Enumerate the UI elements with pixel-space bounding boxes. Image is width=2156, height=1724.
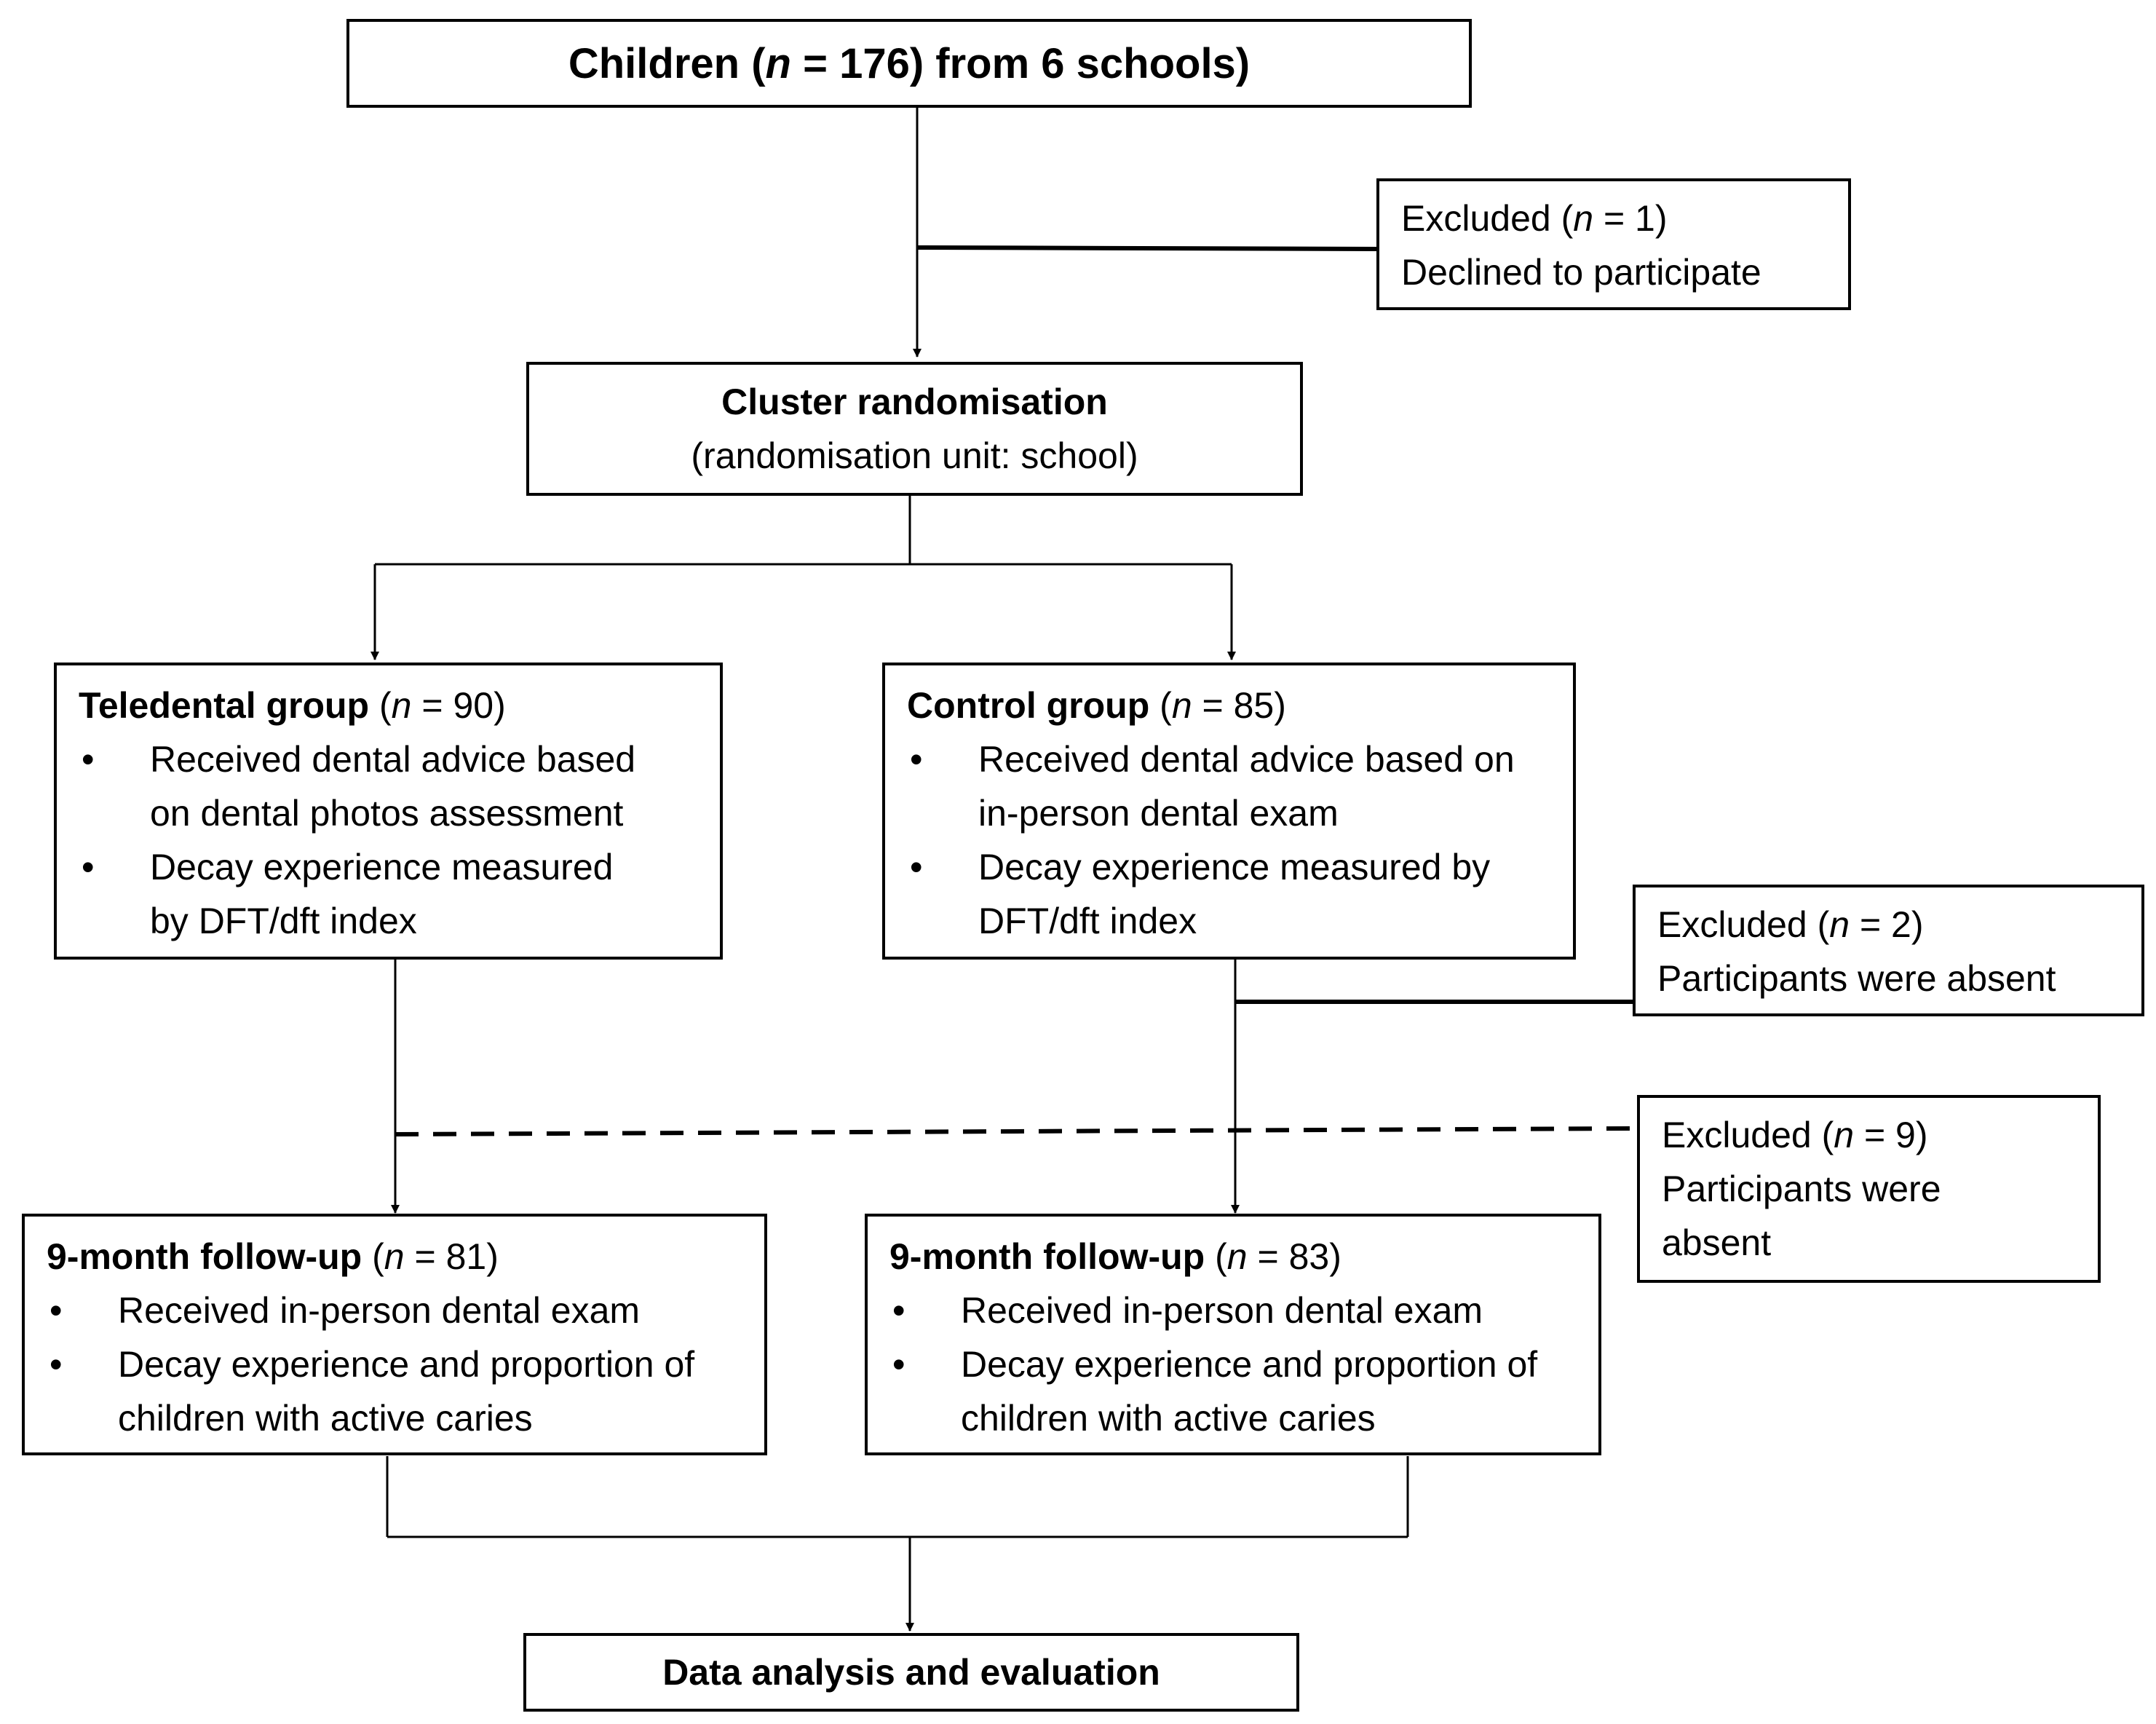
teledental-heading: Teledental group (n = 90) xyxy=(79,685,506,726)
list-item: Received in-person dental exam xyxy=(47,1284,731,1337)
followup-left-bullets: Received in-person dental exam Decay exp… xyxy=(47,1284,731,1445)
excluded-reason: Participants were absent xyxy=(1657,958,2056,999)
excluded-count: Excluded (n = 9) xyxy=(1662,1115,1928,1155)
followup-teledental-box: 9-month follow-up (n = 81) Received in-p… xyxy=(22,1214,767,1455)
analysis-title: Data analysis and evaluation xyxy=(662,1652,1160,1693)
randomisation-box: Cluster randomisation (randomisation uni… xyxy=(526,362,1303,496)
connector-excluded-3-dashed xyxy=(395,1126,1631,1136)
excluded-declined-box: Excluded (n = 1) Declined to participate xyxy=(1376,178,1851,310)
excluded-absent-box-2: Excluded (n = 9) Participants were absen… xyxy=(1637,1095,2101,1283)
teledental-bullets: Received dental advice based on dental p… xyxy=(79,732,661,948)
list-item: Received dental advice based on in-perso… xyxy=(907,732,1533,840)
followup-heading: 9-month follow-up (n = 81) xyxy=(47,1236,499,1277)
list-item: Decay experience measured by DFT/dft ind… xyxy=(79,840,661,948)
teledental-group-box: Teledental group (n = 90) Received denta… xyxy=(54,663,723,960)
analysis-box: Data analysis and evaluation xyxy=(523,1633,1299,1712)
connector-excluded-1 xyxy=(916,245,1377,251)
followup-control-box: 9-month follow-up (n = 83) Received in-p… xyxy=(865,1214,1601,1455)
excluded-count: Excluded (n = 2) xyxy=(1657,904,1924,945)
excluded-absent-box-1: Excluded (n = 2) Participants were absen… xyxy=(1633,885,2144,1016)
control-heading: Control group (n = 85) xyxy=(907,685,1286,726)
followup-heading: 9-month follow-up (n = 83) xyxy=(889,1236,1341,1277)
control-bullets: Received dental advice based on in-perso… xyxy=(907,732,1533,948)
excluded-reason: Declined to participate xyxy=(1401,252,1761,293)
list-item: Decay experience and proportion of child… xyxy=(889,1337,1574,1445)
control-group-box: Control group (n = 85) Received dental a… xyxy=(882,663,1576,960)
list-item: Received in-person dental exam xyxy=(889,1284,1574,1337)
excluded-reason: Participants were absent xyxy=(1662,1169,1941,1263)
list-item: Decay experience measured by DFT/dft ind… xyxy=(907,840,1533,948)
enrolment-text: Children (n = 176) from 6 schools) xyxy=(568,39,1251,87)
followup-right-bullets: Received in-person dental exam Decay exp… xyxy=(889,1284,1574,1445)
list-item: Decay experience and proportion of child… xyxy=(47,1337,731,1445)
list-item: Received dental advice based on dental p… xyxy=(79,732,661,840)
enrolment-box: Children (n = 176) from 6 schools) xyxy=(346,19,1472,108)
randomisation-subtitle: (randomisation unit: school) xyxy=(691,435,1138,476)
randomisation-title: Cluster randomisation xyxy=(721,381,1108,422)
excluded-count: Excluded (n = 1) xyxy=(1401,198,1668,239)
